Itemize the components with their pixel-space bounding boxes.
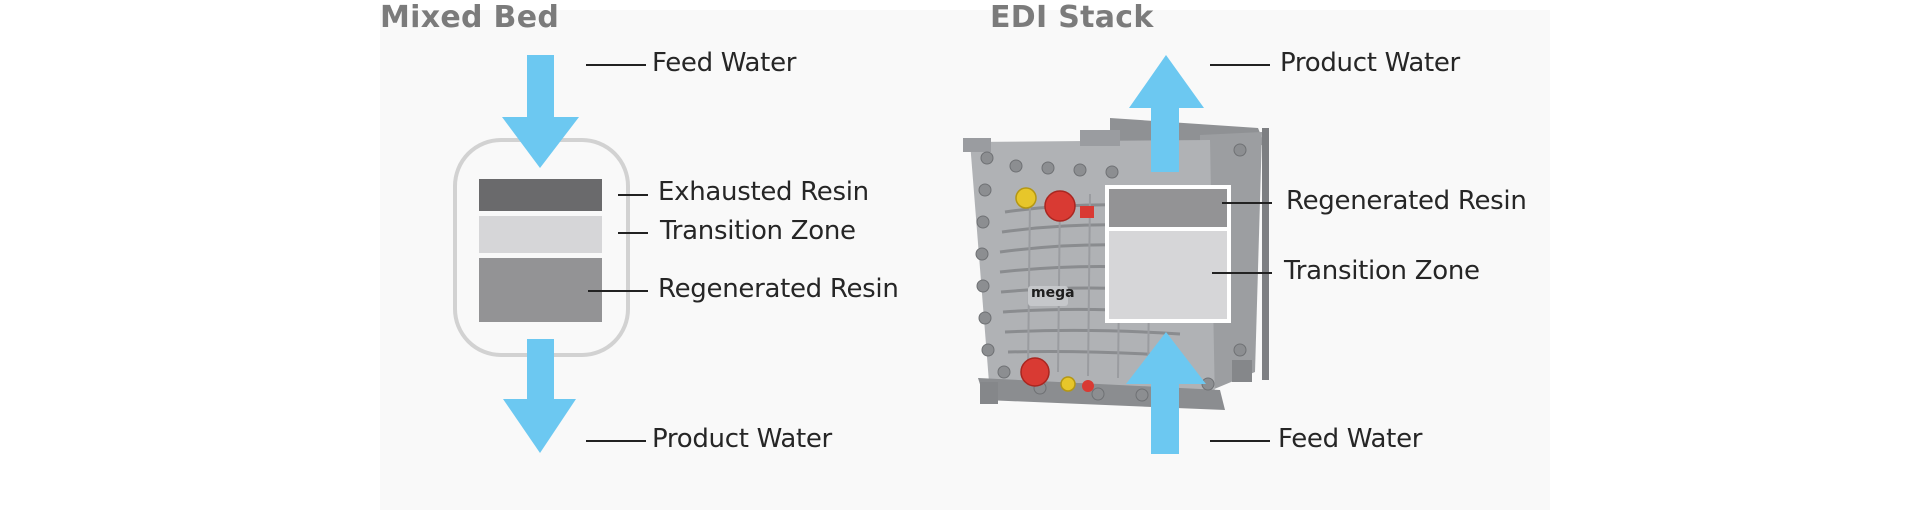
edi-transition-zone-label: Transition Zone <box>1284 256 1480 286</box>
edi-feed-arrow <box>1126 332 1206 454</box>
edi-product-arrow <box>1129 55 1204 172</box>
edi-stack-brand-label: mega <box>1031 285 1075 301</box>
mixed-bed-feed-water-label: Feed Water <box>652 48 797 78</box>
edi-port-red-bottom <box>1020 357 1050 387</box>
edi-regenerated-leader <box>1222 202 1272 204</box>
edi-stack-title: EDI Stack <box>990 0 1154 35</box>
mixed-bed-exhausted-leader <box>618 194 648 196</box>
edi-product-leader <box>1210 64 1270 66</box>
edi-regenerated-resin-label: Regenerated Resin <box>1286 186 1527 216</box>
mixed-bed-exhausted-resin-layer <box>479 179 602 211</box>
mixed-bed-title: Mixed Bed <box>380 0 560 35</box>
mixed-bed-product-water-label: Product Water <box>652 424 832 454</box>
edi-port-red-top <box>1044 190 1076 222</box>
mixed-bed-exhausted-resin-label: Exhausted Resin <box>658 177 869 207</box>
edi-transition-leader <box>1212 272 1272 274</box>
edi-feed-water-label: Feed Water <box>1278 424 1423 454</box>
mixed-bed-transition-leader <box>618 232 648 234</box>
edi-regenerated-resin-layer <box>1109 189 1227 227</box>
mixed-bed-feed-leader <box>586 64 646 66</box>
mixed-bed-product-leader <box>586 440 646 442</box>
mixed-bed-transition-zone-layer <box>479 216 602 253</box>
mixed-bed-transition-zone-label: Transition Zone <box>660 216 856 246</box>
mixed-bed-regenerated-resin-layer <box>479 258 602 322</box>
mixed-bed-feed-arrow <box>502 55 579 168</box>
mixed-bed-regenerated-resin-label: Regenerated Resin <box>658 274 899 304</box>
mixed-bed-product-arrow <box>503 339 576 453</box>
mixed-bed-regenerated-leader <box>588 290 648 292</box>
edi-transition-zone-layer <box>1109 231 1227 319</box>
edi-product-water-label: Product Water <box>1280 48 1460 78</box>
edi-feed-leader <box>1210 440 1270 442</box>
edi-port-yellow-top <box>1015 187 1037 209</box>
